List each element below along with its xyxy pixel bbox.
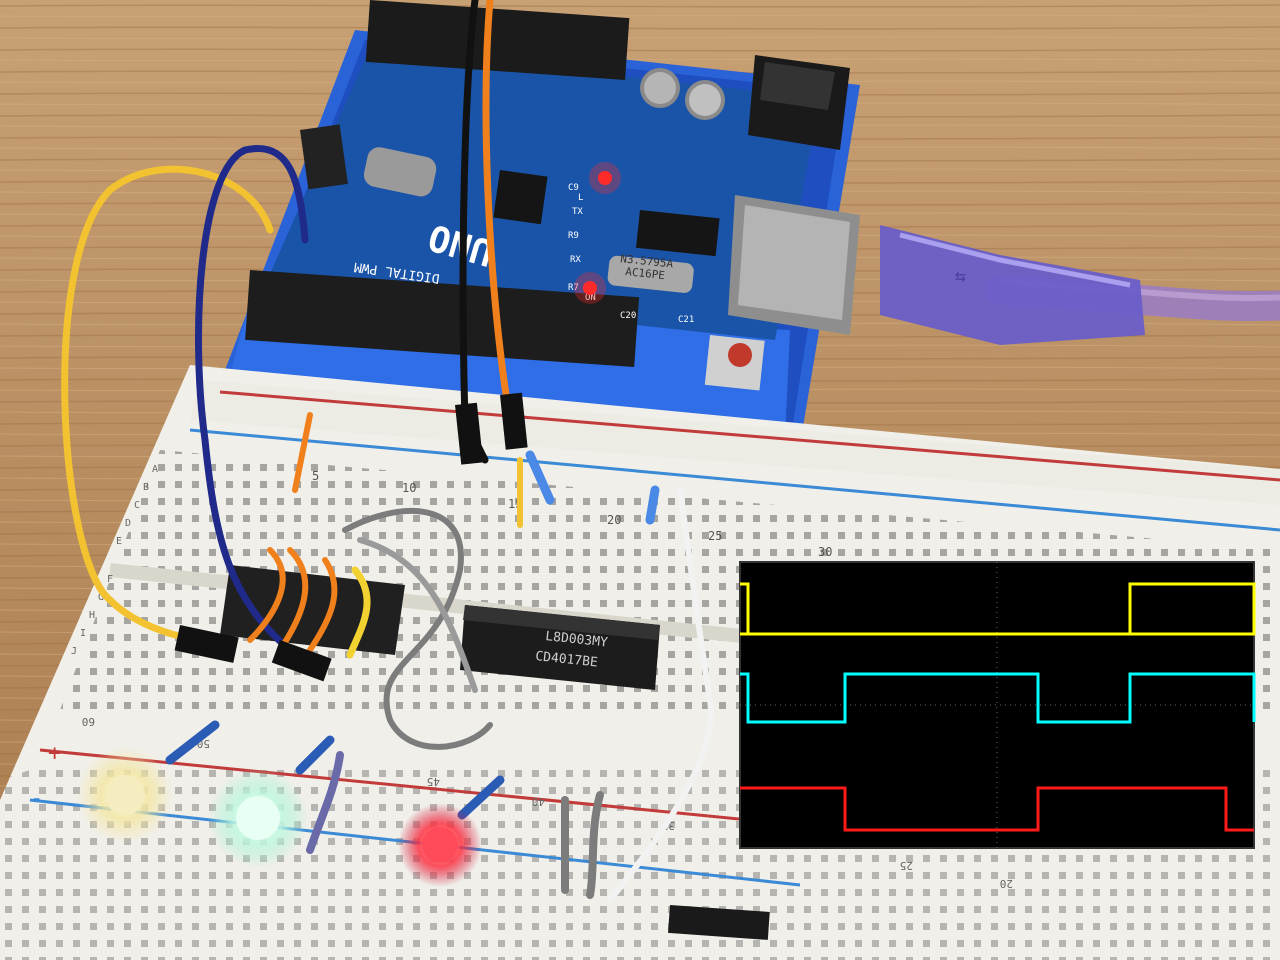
cd4017-chip: L8D003MY CD4017BE [460, 605, 660, 690]
board-silkscreen-label: R7 [568, 283, 579, 293]
white-jumper-wire [607, 487, 714, 903]
breadboard-row-label: C [134, 500, 140, 511]
rail-minus-label: - [30, 786, 43, 811]
breadboard-column-label: 20 [607, 513, 621, 527]
arduino-board: UNO DIGITAL PWM N3.5795A AC16PE RXTXLONC… [225, 0, 860, 445]
usb-cable: ⇆ [880, 225, 1280, 345]
gray-jumper-wire-2 [357, 537, 478, 693]
board-status-led [598, 171, 612, 185]
breadboard-column-label: 25 [708, 529, 722, 543]
scope-trace [740, 672, 1256, 724]
breadboard-row-label: F [107, 574, 113, 585]
scope-trace [740, 582, 1256, 636]
scope-grid [740, 562, 1254, 848]
crystal-mark: N3.5795A [620, 252, 674, 271]
orange-jumper-wire [482, 0, 519, 444]
scope-screen [739, 561, 1255, 849]
svg-text:⇆: ⇆ [955, 266, 966, 287]
breadboard-column-label: 30 [818, 545, 832, 559]
breadboard-lower-label: 20 [1000, 877, 1013, 890]
breadboard-lower-label: 45 [427, 775, 440, 788]
breadboard-row-label: J [71, 646, 77, 657]
black-jumper-wire [459, 0, 489, 464]
board-silkscreen-label: C21 [678, 315, 694, 325]
breadboard-row-label: B [143, 482, 149, 493]
crystal-mark-2: AC16PE [625, 265, 666, 282]
board-power-led [583, 281, 597, 295]
breadboard-row-label: G [98, 592, 104, 603]
gray-jumper-wire-1 [342, 507, 493, 750]
yellow-jumper-wire [61, 165, 274, 644]
breadboard-row-label: D [125, 518, 131, 529]
breadboard-row-label: E [116, 536, 122, 547]
jumper-wires [61, 0, 714, 903]
board-silkscreen-label: R9 [568, 231, 579, 241]
board-silkscreen-label: C9 [568, 183, 579, 193]
board-silkscreen-label: L [578, 193, 583, 203]
breadboard-row-label: A [152, 464, 158, 475]
breadboard-column-label: 10 [402, 481, 416, 495]
board-silkscreen-label: ON [585, 293, 596, 303]
board-silkscreen-label: C20 [620, 311, 636, 321]
led-green [208, 768, 308, 868]
breadboard-column-label: 5 [312, 469, 319, 483]
chip-mark-line2: CD4017BE [535, 649, 599, 670]
breadboard-lower-label: 25 [900, 859, 913, 872]
led-red [398, 803, 482, 887]
scope-traces [740, 582, 1256, 832]
board-silkscreen-label: RX [570, 255, 581, 265]
led-yellow [77, 747, 173, 843]
oscilloscope-inset [739, 561, 1256, 849]
resistors [165, 450, 660, 820]
blue-jumper-wire [195, 145, 309, 654]
breadboard-lower-label: 40 [532, 795, 545, 808]
chip-mark-line1: L8D003MY [545, 629, 609, 650]
breadboard-row-label: I [80, 628, 86, 639]
scope-trace [740, 786, 1254, 832]
board-silkscreen-label: TX [572, 207, 583, 217]
breadboard-lower-label: 60 [82, 715, 95, 728]
breadboard-row-label: H [89, 610, 95, 621]
rail-plus-label: + [48, 741, 61, 766]
